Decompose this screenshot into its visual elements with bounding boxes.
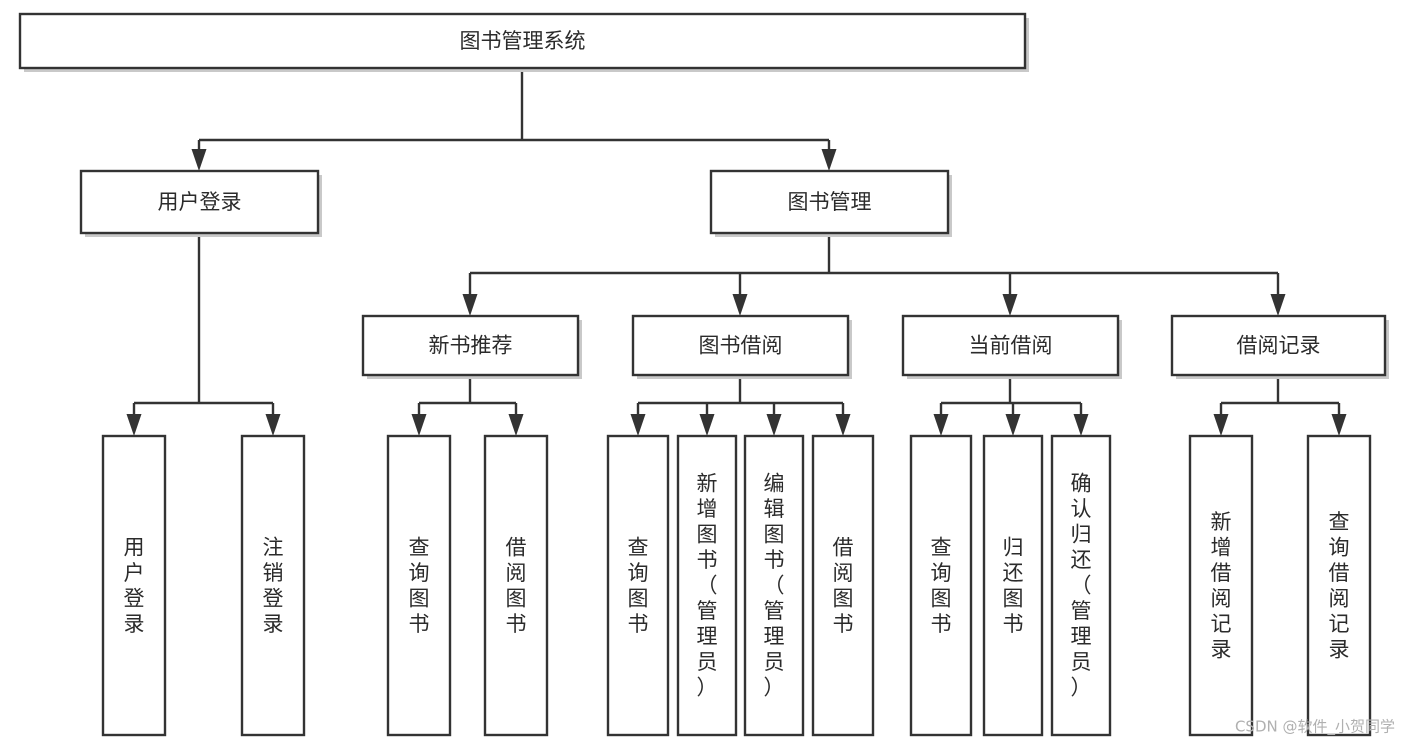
node-box[interactable] [101,434,167,737]
node-label: 图书借阅 [699,334,783,358]
node-box[interactable] [1050,434,1112,737]
node-layer: 图书管理系统用户登录图书管理新书推荐图书借阅当前借阅借阅记录用户登录注销登录查询… [18,12,1389,737]
arrow-head-icon [411,414,427,436]
node-label: 查询图书 [409,535,430,636]
arrow-head-icon [1073,414,1089,436]
arrow-head-icon [265,414,281,436]
connector-layer [126,68,1347,436]
node-leaf-query-book-1[interactable]: 查询图书 [386,434,452,737]
arrow-head-icon [766,414,782,436]
arrow-head-icon [191,149,207,171]
node-leaf-user-login[interactable]: 用户登录 [101,434,167,737]
node-label: 新增图书（管理员） [697,472,718,700]
arrow-head-icon [1331,414,1347,436]
node-leaf-return-book[interactable]: 归还图书 [982,434,1044,737]
node-label: 图书管理 [788,190,872,214]
node-label: 查询借阅记录 [1329,510,1350,662]
node-label: 编辑图书（管理员） [764,472,785,700]
arrow-head-icon [126,414,142,436]
watermark-layer: CSDN @软件_小贺同学 [1235,718,1395,737]
arrow-head-icon [1002,294,1018,316]
node-box[interactable] [483,434,549,737]
node-label: 查询图书 [628,535,649,636]
node-box[interactable] [901,314,1120,377]
node-leaf-edit-book[interactable]: 编辑图书（管理员） [743,434,805,737]
node-leaf-borrow-book-1[interactable]: 借阅图书 [483,434,549,737]
connector-book-borrow-to-leaves [630,375,851,436]
node-label: 新书推荐 [429,334,513,358]
node-box[interactable] [18,12,1027,70]
node-label: 借阅记录 [1237,334,1321,358]
node-leaf-confirm-return[interactable]: 确认归还（管理员） [1050,434,1112,737]
arrow-head-icon [1213,414,1229,436]
node-box[interactable] [79,169,320,235]
arrow-head-icon [462,294,478,316]
arrow-head-icon [1005,414,1021,436]
node-label: 新增借阅记录 [1211,510,1232,662]
node-label: 当前借阅 [969,334,1053,358]
node-label: 归还图书 [1003,535,1024,636]
node-box[interactable] [631,314,850,377]
node-root[interactable]: 图书管理系统 [18,12,1029,72]
node-book-manage[interactable]: 图书管理 [709,169,952,237]
node-box[interactable] [386,434,452,737]
node-new-book-recommend[interactable]: 新书推荐 [361,314,582,379]
node-label: 借阅图书 [833,535,854,636]
node-box[interactable] [909,434,973,737]
connector-current-borrow-to-leaves [933,375,1089,436]
node-borrow-record[interactable]: 借阅记录 [1170,314,1389,379]
node-leaf-borrow-book-2[interactable]: 借阅图书 [811,434,875,737]
arrow-head-icon [732,294,748,316]
node-current-borrow[interactable]: 当前借阅 [901,314,1122,379]
node-leaf-query-book-3[interactable]: 查询图书 [909,434,973,737]
connector-user-login-to-leaves [126,233,281,436]
node-box[interactable] [240,434,306,737]
node-label: 图书管理系统 [460,29,586,53]
node-box[interactable] [743,434,805,737]
csdn-watermark: CSDN @软件_小贺同学 [1235,718,1395,737]
node-label: 查询图书 [931,535,952,636]
arrow-head-icon [835,414,851,436]
node-box[interactable] [1170,314,1387,377]
node-label: 用户登录 [158,190,242,214]
node-box[interactable] [606,434,670,737]
arrow-head-icon [508,414,524,436]
node-box[interactable] [361,314,580,377]
node-leaf-user-logout[interactable]: 注销登录 [240,434,306,737]
arrow-head-icon [821,149,837,171]
node-label: 用户登录 [124,535,145,636]
arrow-head-icon [630,414,646,436]
node-book-borrow[interactable]: 图书借阅 [631,314,852,379]
node-leaf-query-record[interactable]: 查询借阅记录 [1306,434,1372,737]
node-leaf-add-record[interactable]: 新增借阅记录 [1188,434,1254,737]
node-leaf-query-book-2[interactable]: 查询图书 [606,434,670,737]
connector-root-to-level2 [191,68,837,171]
node-user-login[interactable]: 用户登录 [79,169,322,237]
node-label: 注销登录 [263,535,284,636]
arrow-head-icon [1270,294,1286,316]
connector-book-manage-to-level3 [462,233,1286,316]
node-box[interactable] [676,434,738,737]
arrow-head-icon [699,414,715,436]
node-box[interactable] [982,434,1044,737]
arrow-head-icon [933,414,949,436]
connector-borrow-record-to-leaves [1213,375,1347,436]
node-label: 确认归还（管理员） [1071,472,1092,700]
connector-new-book-to-leaves [411,375,524,436]
node-box[interactable] [1188,434,1254,737]
node-leaf-add-book[interactable]: 新增图书（管理员） [676,434,738,737]
node-box[interactable] [1306,434,1372,737]
node-label: 借阅图书 [506,535,527,636]
node-box[interactable] [709,169,950,235]
node-box[interactable] [811,434,875,737]
